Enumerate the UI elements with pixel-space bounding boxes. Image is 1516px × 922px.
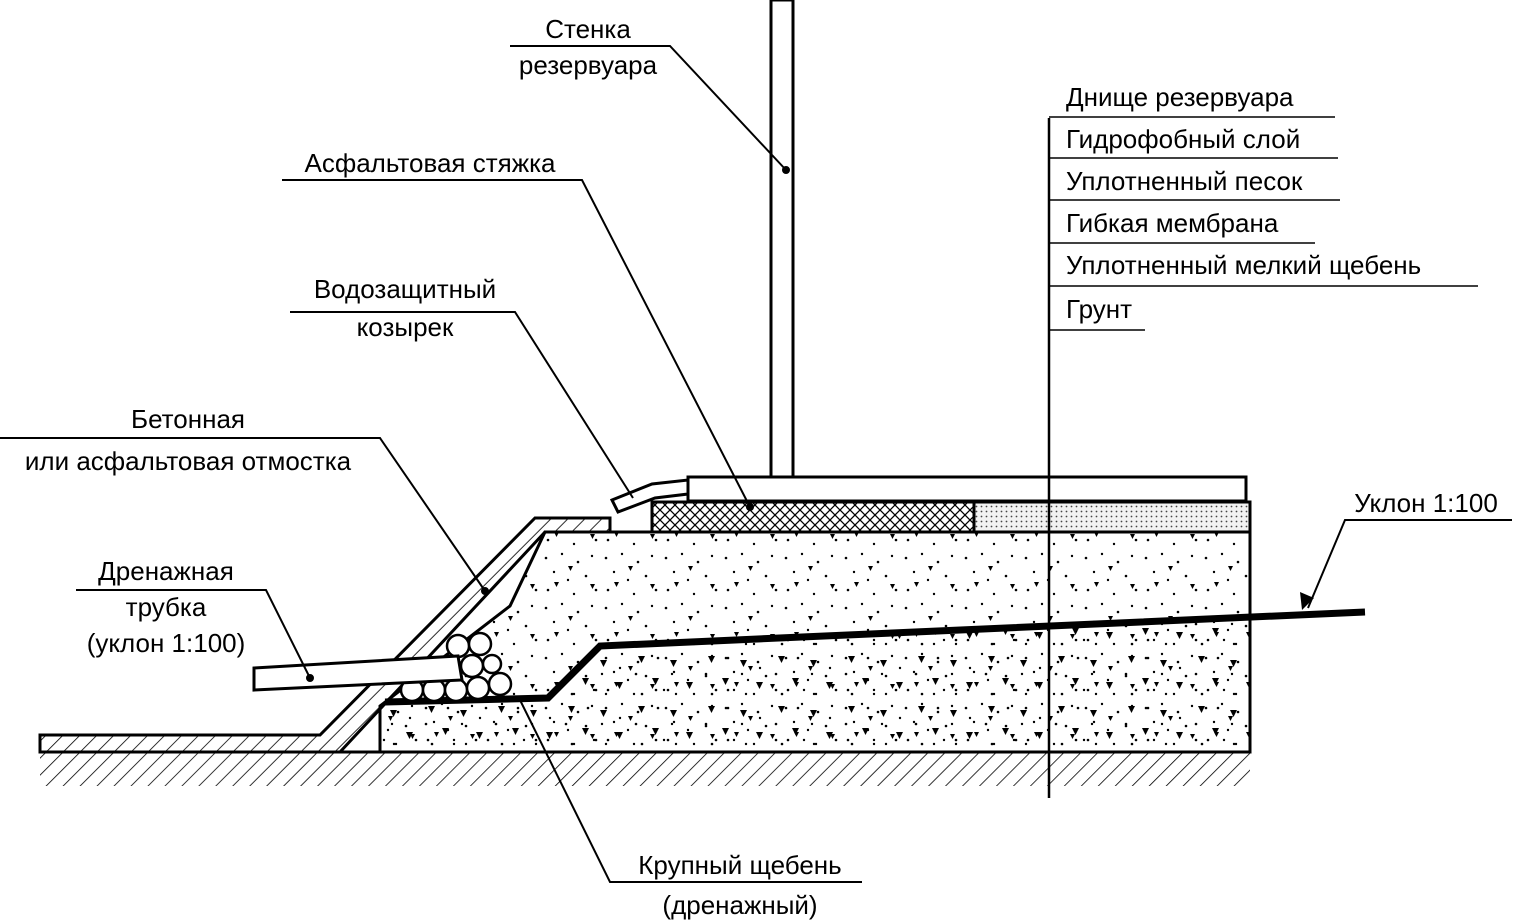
water-visor-label: Водозащитный козырек [314,274,496,342]
coarse-gravel-label-line2: (дренажный) [662,890,817,920]
drain-pipe-label-line3: (уклон 1:100) [87,628,246,658]
water-visor [609,478,690,514]
leader-asphalt-screed [282,179,751,508]
blind-area-label: Бетонная или асфальтовая отмостка [25,404,352,476]
tank-wall-label-line2: резервуара [519,50,658,80]
drain-pipe-label-line1: Дренажная [98,556,234,586]
layer-label-compacted-sand: Уплотненный песок [1066,166,1303,196]
leader-dot-tank-wall [782,166,790,174]
leader-water-visor [290,311,634,499]
tank-wall [769,0,795,479]
blind-area-label-line1: Бетонная [131,404,245,434]
layer-label-flexible-membrane: Гибкая мембрана [1066,208,1279,238]
water-visor-label-line1: Водозащитный [314,274,496,304]
leader-tank-wall [510,45,787,171]
layer-underlines [1049,116,1478,331]
leader-slope [1307,519,1512,609]
layer-label-hydrophobic: Гидрофобный слой [1066,124,1300,154]
coarse-gravel-label-line1: Крупный щебень [638,850,841,880]
blind-area-label-line2: или асфальтовая отмостка [25,446,352,476]
layer-label-fine-gravel: Уплотненный мелкий щебень [1066,250,1421,280]
flexible-membrane [384,608,1366,706]
asphalt-screed-label: Асфальтовая стяжка [304,148,556,178]
drain-pipe-label-line2: трубка [126,592,207,622]
asphalt-screed [650,500,976,534]
leader-drain-pipe [76,589,311,679]
leader-dot-blind-area [481,587,489,595]
leader-dot-drain-pipe [306,674,314,682]
tank-wall-label-line1: Стенка [545,14,631,44]
leader-coarse-gravel [519,699,862,883]
tank-bottom [686,475,1248,503]
drain-pipe [252,654,464,692]
tank-wall-label: Стенка резервуара [519,14,658,80]
leader-slope-arrow [1300,592,1314,610]
layers-legend: Днище резервуара Гидрофобный слой Уплотн… [1066,82,1421,324]
leader-dot-asphalt-screed [746,503,754,511]
layer-label-tank-bottom: Днище резервуара [1066,82,1294,112]
ground-soil [40,750,1250,786]
water-visor-label-line2: козырек [357,312,454,342]
drain-pipe-label: Дренажная трубка (уклон 1:100) [87,556,246,658]
leader-blind-area [0,437,486,592]
hydrophobic-layer [972,500,1252,534]
coarse-gravel-label: Крупный щебень (дренажный) [638,850,841,920]
leader-lines [0,45,1512,883]
slope-label: Уклон 1:100 [1354,488,1498,518]
layer-label-soil: Грунт [1066,294,1132,324]
